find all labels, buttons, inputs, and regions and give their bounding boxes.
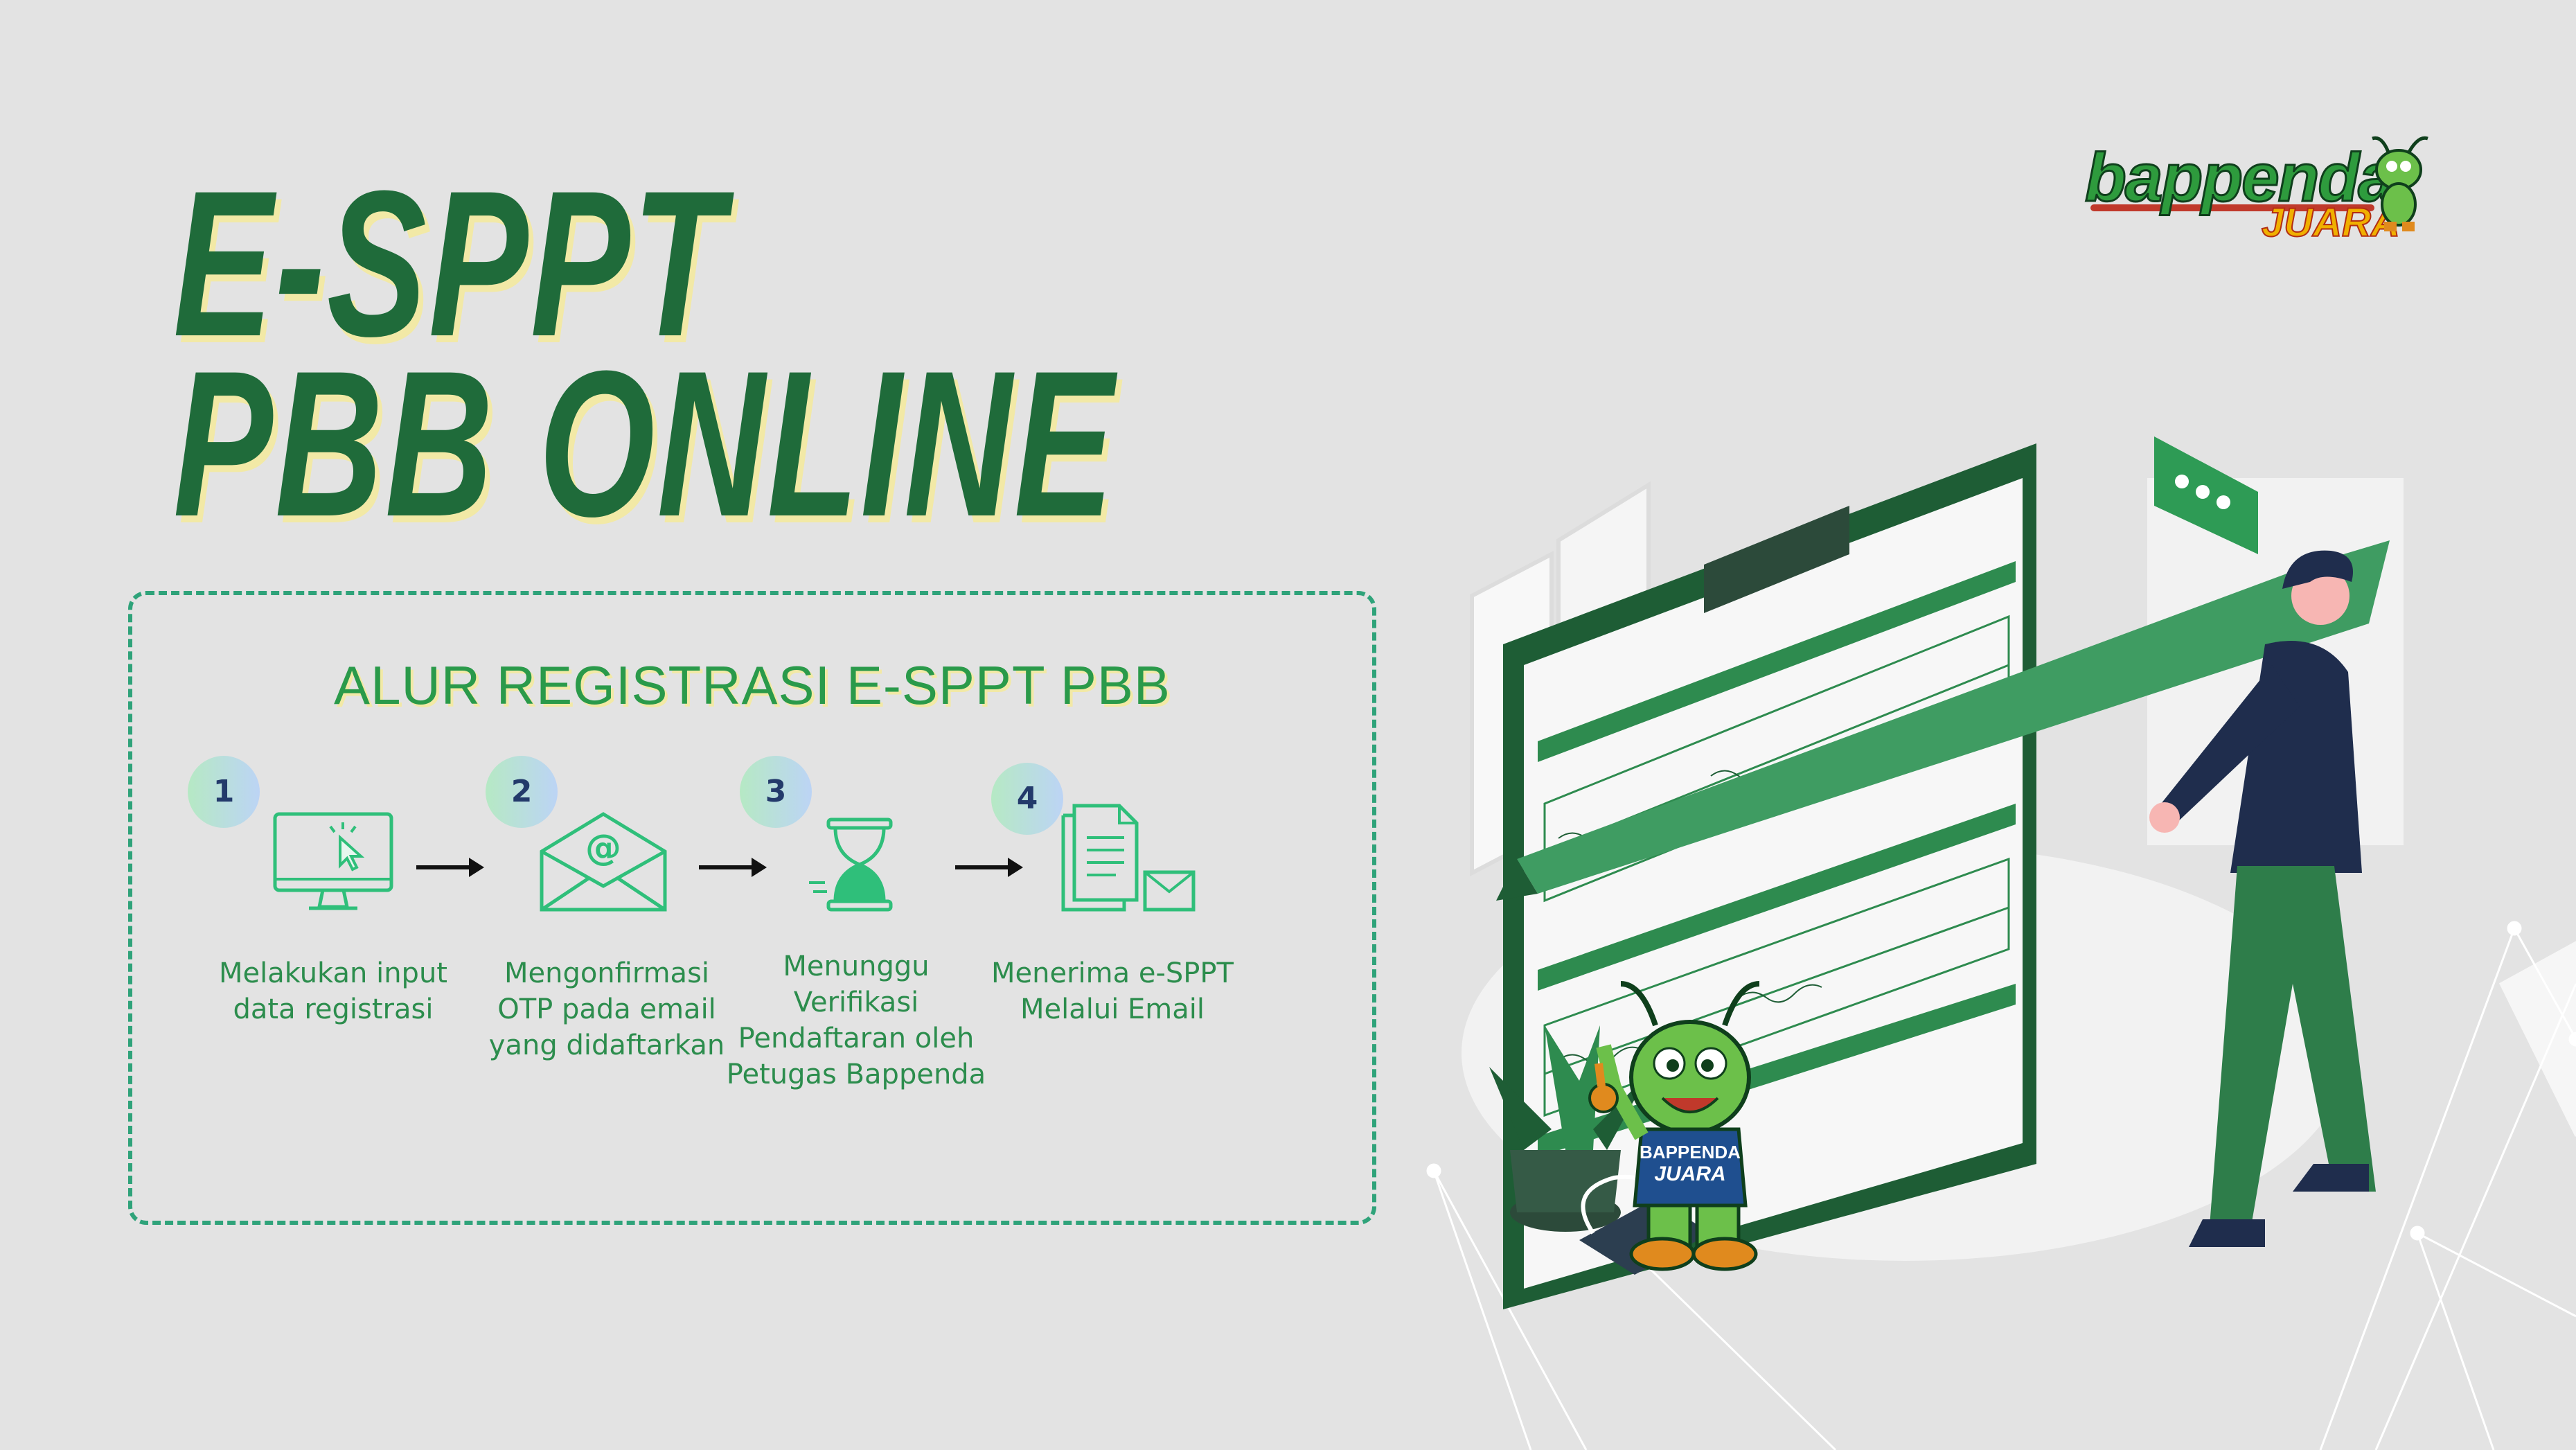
document-email-icon	[1061, 804, 1196, 912]
step-4-number: 4	[991, 763, 1063, 835]
chat-bubble-icon	[2154, 436, 2258, 554]
step-1-number: 1	[188, 756, 260, 828]
step-3-number: 3	[740, 756, 812, 828]
network-decoration	[1426, 921, 2576, 1450]
step-1-label: Melakukan input data registrasi	[219, 957, 447, 1025]
bappenda-logo: bappenda JUARA	[2084, 136, 2431, 249]
svg-text:@: @	[585, 827, 621, 869]
ant-mascot-icon	[2372, 136, 2428, 231]
step-4-label: Menerima e-SPPT Melalui Email	[991, 957, 1234, 1025]
hourglass-icon	[809, 817, 893, 912]
ant-mascot: BAPPENDA JUARA	[1588, 981, 1760, 1271]
registration-flow-card: ALUR REGISTRASI E-SPPT PBB 1 Melakukan i…	[128, 591, 1376, 1225]
arrow-right-icon	[699, 858, 767, 877]
page-title-line1: E-SPPT	[173, 147, 726, 380]
step-2-label: Mengonfirmasi OTP pada email yang didaft…	[488, 957, 725, 1061]
arrow-right-icon	[416, 858, 484, 877]
step-2-number: 2	[486, 756, 558, 828]
arrow-right-icon	[955, 858, 1023, 877]
logo-underline	[2090, 204, 2374, 211]
man-holding-pencil	[1496, 540, 2390, 1247]
logo-main-text: bappenda	[2084, 139, 2397, 217]
page-title-line2: PBB ONLINE	[173, 327, 1116, 560]
computer-cursor-icon	[273, 812, 393, 910]
flow-heading: ALUR REGISTRASI E-SPPT PBB	[334, 655, 1171, 716]
registration-illustration: BAPPENDA JUARA	[1426, 436, 2576, 1450]
mascot-shirt-line1: BAPPENDA	[1640, 1142, 1741, 1162]
mascot-shirt-line2: JUARA	[1654, 1162, 1725, 1185]
email-at-icon: @	[540, 812, 667, 912]
step-3-label: Menunggu Verifikasi Pendaftaran oleh Pet…	[726, 951, 986, 1090]
logo-sub-text: JUARA	[2261, 200, 2401, 246]
